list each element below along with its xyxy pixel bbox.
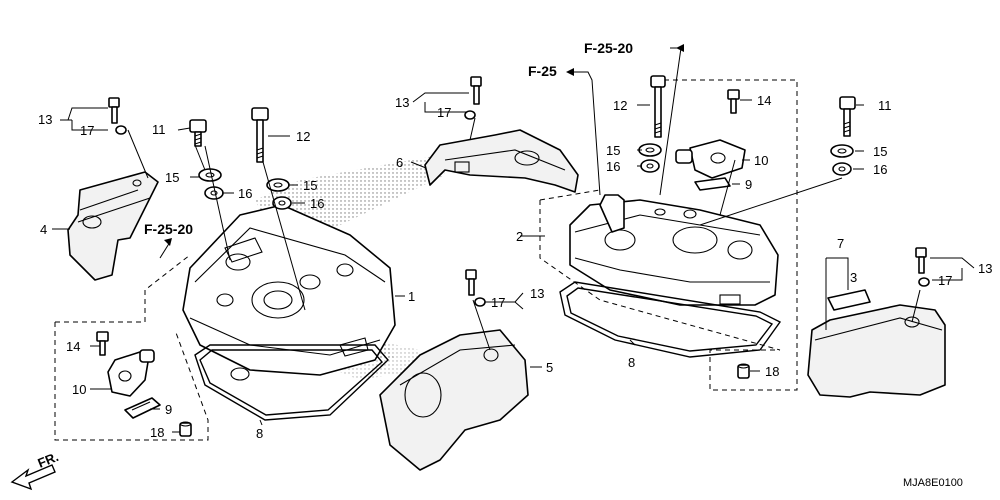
front-label: FR.	[36, 449, 61, 471]
callout-15: 15	[303, 178, 317, 193]
callout-15: 15	[165, 170, 179, 185]
collar-18-left	[179, 421, 192, 437]
callout-18: 18	[765, 364, 779, 379]
callout-11: 11	[152, 122, 166, 137]
callout-16: 16	[873, 162, 887, 177]
gasket-rear	[559, 281, 782, 358]
bolt-13-17-mid-top	[464, 76, 482, 120]
callout-13: 13	[530, 286, 544, 301]
callout-7: 7	[837, 236, 844, 251]
gasket-front	[194, 344, 389, 421]
ref-f-25-20-left: F-25-20	[144, 221, 193, 237]
callout-9: 9	[165, 402, 172, 417]
callout-8: 8	[628, 355, 635, 370]
emblem-3	[827, 289, 871, 311]
callout-17: 17	[437, 105, 451, 120]
grommet-16-right-a	[640, 159, 660, 173]
callout-12: 12	[613, 98, 627, 113]
callout-18: 18	[150, 425, 164, 440]
callout-1: 1	[408, 289, 415, 304]
seal-9-left	[124, 397, 161, 419]
callout-13: 13	[395, 95, 409, 110]
collar-18-right	[737, 363, 750, 379]
bolt-13-17-right	[915, 247, 930, 287]
ref-f-25: F-25	[528, 63, 557, 79]
breather-joint-10-right	[675, 139, 746, 179]
side-cover-6	[424, 129, 579, 193]
bolt-14-left	[96, 331, 109, 356]
callout-12: 12	[296, 129, 310, 144]
callout-6: 6	[396, 155, 403, 170]
grommet-16-right-b	[832, 162, 852, 176]
subassembly-frame-left	[54, 254, 209, 441]
diagram-code: MJA8E0100	[903, 477, 963, 489]
subassembly-frame-right	[539, 79, 798, 391]
callout-10: 10	[72, 382, 86, 397]
callout-17: 17	[938, 273, 952, 288]
callout-8: 8	[256, 426, 263, 441]
ref-arrow-left	[159, 241, 171, 259]
callout-15: 15	[606, 143, 620, 158]
bolt-11-right	[839, 96, 856, 137]
bolt-13-17-mid-low	[465, 269, 486, 307]
breather-joint-10-left	[107, 349, 155, 397]
grommet-15-right-a	[638, 143, 662, 157]
bolt-13-17-left	[108, 97, 127, 135]
bolt-11-left	[189, 119, 207, 147]
bolt-14-right	[727, 89, 740, 114]
callout-9: 9	[745, 177, 752, 192]
callout-5: 5	[546, 360, 553, 375]
callout-10: 10	[754, 153, 768, 168]
front-direction-arrow: FR.	[10, 449, 61, 491]
callout-13: 13	[978, 261, 992, 276]
callout-17: 17	[80, 123, 94, 138]
callout-16: 16	[310, 196, 324, 211]
callout-3: 3	[850, 270, 857, 285]
callout-14: 14	[66, 339, 80, 354]
callout-14: 14	[757, 93, 771, 108]
callout-17: 17	[491, 295, 505, 310]
callout-11: 11	[878, 98, 892, 113]
side-cover-7	[807, 304, 946, 398]
head-cover-rear	[569, 194, 779, 306]
leader-lines	[52, 47, 975, 433]
bolt-12-left	[251, 107, 269, 163]
callout-15: 15	[873, 144, 887, 159]
callout-2: 2	[516, 229, 523, 244]
grommet-15-right-b	[830, 144, 854, 158]
callout-13: 13	[38, 112, 52, 127]
section-references: F-25-20 F-25-20 F-25	[144, 40, 684, 259]
callout-labels: 13 17 4 11 12 15 16 15 16 1 8 14 10 9 18…	[38, 93, 992, 441]
callout-16: 16	[606, 159, 620, 174]
grommet-16-left-b	[272, 196, 292, 210]
seal-9-right	[694, 177, 731, 191]
ref-f-25-20-top: F-25-20	[584, 40, 633, 56]
callout-16: 16	[238, 186, 252, 201]
bolt-12-right	[650, 75, 666, 138]
callout-4: 4	[40, 222, 47, 237]
side-cover-5	[379, 329, 529, 471]
side-cover-4	[67, 171, 159, 281]
